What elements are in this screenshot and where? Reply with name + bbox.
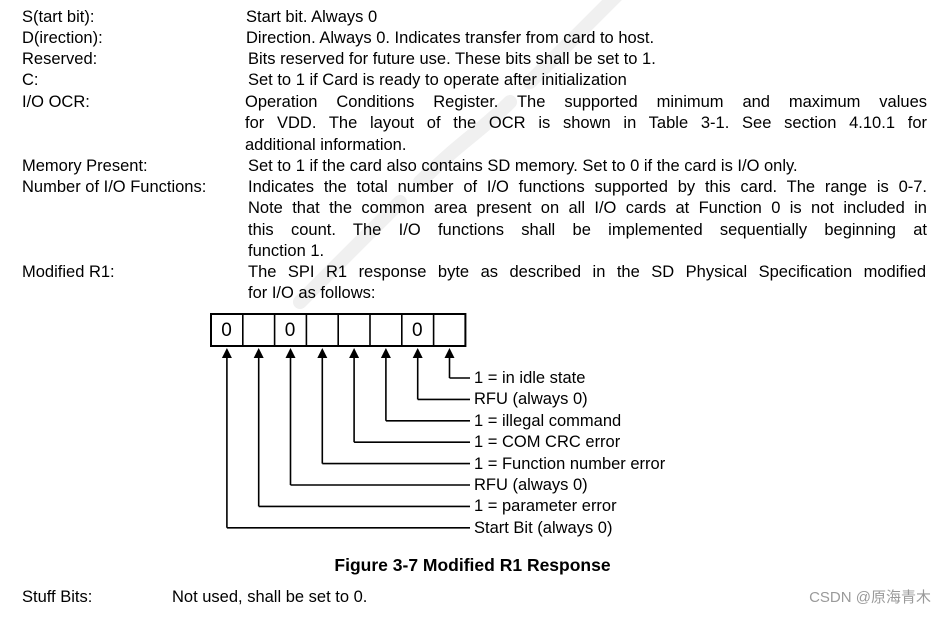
- term-stuff-bits: Stuff Bits:: [22, 588, 93, 606]
- register-bit-2: [370, 316, 401, 346]
- term-number-of-io-functions: Number of I/O Functions:: [22, 178, 207, 196]
- desc-io-functions-line-2: Note that the common area present on all…: [248, 199, 927, 218]
- arrowhead-up-icon: [221, 348, 232, 358]
- term-io-ocr: I/O OCR:: [22, 93, 90, 111]
- desc-io-ocr: Operation Conditions Register. The suppo…: [245, 92, 927, 156]
- desc-number-of-io-functions: Indicates the total number of I/O functi…: [248, 177, 927, 262]
- register-bit-3: [338, 316, 369, 346]
- register-bit-0: [434, 316, 465, 346]
- bit-label-3: 1 = COM CRC error: [474, 433, 621, 452]
- arrowhead-up-icon: [444, 348, 455, 358]
- bit-label-7: Start Bit (always 0): [474, 518, 613, 537]
- arrowhead-up-icon: [285, 348, 296, 358]
- register-bit-4: [306, 316, 337, 346]
- desc-modified-r1: The SPI R1 response byte as described in…: [248, 262, 926, 305]
- bit-label-5: RFU (always 0): [474, 476, 588, 494]
- register-bit-7: 0: [221, 320, 232, 341]
- bit-label-4: 1 = Function number error: [474, 454, 666, 473]
- arrowhead-up-icon: [317, 348, 328, 358]
- desc-modified-r1-line-1: The SPI R1 response byte as described in…: [248, 263, 926, 281]
- desc-io-functions-line-3: this count. The I/O functions shall be i…: [248, 220, 927, 239]
- term-start-bit: S(tart bit):: [22, 8, 95, 26]
- csdn-watermark: CSDN @原海青木: [809, 589, 931, 606]
- desc-io-ocr-line-2: for VDD. The layout of the OCR is shown …: [245, 114, 927, 133]
- desc-memory-present: Set to 1 if the card also contains SD me…: [248, 157, 798, 175]
- desc-reserved: Bits reserved for future use. These bits…: [248, 50, 656, 68]
- arrowhead-up-icon: [349, 348, 360, 358]
- term-c: C:: [22, 71, 39, 89]
- desc-start-bit: Start bit. Always 0: [246, 8, 378, 26]
- arrowhead-up-icon: [253, 348, 264, 358]
- register-bit-6: [243, 316, 274, 346]
- desc-io-ocr-line-1: Operation Conditions Register. The suppo…: [245, 93, 927, 111]
- bit-label-0: 1 = in idle state: [474, 369, 586, 387]
- desc-c: Set to 1 if Card is ready to operate aft…: [248, 71, 627, 89]
- bit-label-6: 1 = parameter error: [474, 497, 617, 516]
- desc-modified-r1-line-2: for I/O as follows:: [248, 284, 376, 303]
- register-bit-5: 0: [284, 320, 296, 341]
- desc-direction: Direction. Always 0. Indicates transfer …: [246, 29, 655, 47]
- arrowhead-up-icon: [412, 348, 423, 358]
- term-reserved: Reserved:: [22, 50, 98, 68]
- desc-stuff-bits: Not used, shall be set to 0.: [172, 588, 368, 606]
- register-bit-1: 0: [412, 320, 423, 341]
- term-direction: D(irection):: [22, 29, 103, 47]
- bit-label-2: 1 = illegal command: [474, 411, 622, 430]
- desc-io-ocr-line-3: additional information.: [245, 135, 407, 154]
- figure-caption: Figure 3-7 Modified R1 Response: [334, 555, 611, 575]
- desc-io-functions-line-4: function 1.: [248, 241, 325, 260]
- desc-io-functions-line-1: Indicates the total number of I/O functi…: [248, 178, 927, 196]
- term-modified-r1: Modified R1:: [22, 263, 115, 281]
- arrowhead-up-icon: [380, 348, 391, 358]
- bit-label-1: RFU (always 0): [474, 390, 588, 409]
- term-memory-present: Memory Present:: [22, 157, 148, 175]
